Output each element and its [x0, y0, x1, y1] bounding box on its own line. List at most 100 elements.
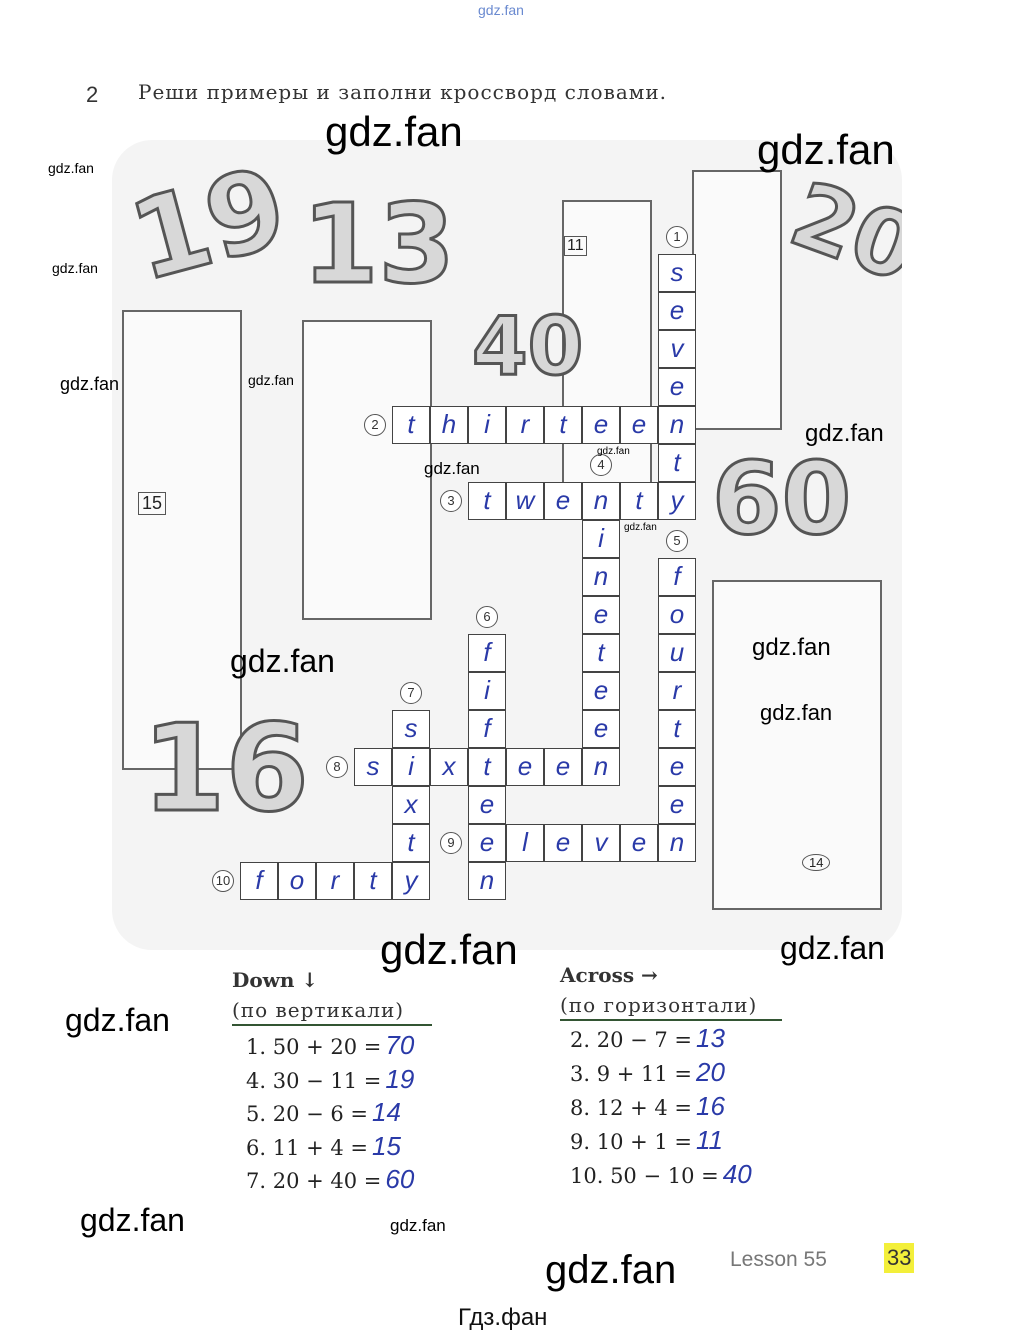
crossword-cell[interactable]: o — [658, 596, 696, 634]
clue-expression: 2. 20 − 7 = — [570, 1028, 693, 1052]
crossword-cell[interactable]: e — [582, 710, 620, 748]
across-clue: 3. 9 + 11 =20 — [570, 1057, 782, 1091]
crossword-cell[interactable]: e — [544, 482, 582, 520]
down-subtitle: (по вертикали) — [232, 998, 405, 1022]
crossword-cell[interactable]: r — [316, 862, 354, 900]
crossword-cell[interactable]: f — [658, 558, 696, 596]
divider — [560, 1019, 782, 1021]
crossword-cell[interactable]: i — [468, 672, 506, 710]
crossword-cell[interactable]: o — [278, 862, 316, 900]
crossword-cell[interactable]: n — [582, 748, 620, 786]
clue-expression: 10. 50 − 10 = — [570, 1164, 719, 1188]
watermark: gdz.fan — [780, 930, 885, 966]
across-clue: 10. 50 − 10 =40 — [570, 1159, 782, 1193]
watermark: gdz.fan — [757, 126, 895, 173]
handwritten-answer: 40 — [722, 1159, 752, 1189]
handwritten-answer: 16 — [696, 1091, 725, 1121]
crossword-cell[interactable]: s — [392, 710, 430, 748]
clue-expression: 1. 50 + 20 = — [246, 1035, 382, 1059]
across-clue: 9. 10 + 1 =11 — [570, 1125, 782, 1159]
watermark: gdz.fan — [60, 374, 120, 394]
crossword-cell[interactable]: e — [658, 748, 696, 786]
crossword-cell[interactable]: t — [544, 406, 582, 444]
crossword-cell[interactable]: s — [354, 748, 392, 786]
crossword-cell[interactable]: t — [392, 406, 430, 444]
crossword-cell[interactable]: e — [658, 292, 696, 330]
down-clue: 4. 30 − 11 =19 — [246, 1064, 432, 1098]
task-instruction: Реши примеры и заполни кроссворд словами… — [138, 80, 668, 104]
crossword-cell[interactable]: v — [582, 824, 620, 862]
crossword-cell[interactable]: e — [544, 748, 582, 786]
clue-number-marker: 1 — [666, 226, 688, 248]
crossword-cell[interactable]: s — [658, 254, 696, 292]
crossword-cell[interactable]: i — [582, 520, 620, 558]
crossword-cell[interactable]: i — [468, 406, 506, 444]
crossword-cell[interactable]: n — [468, 862, 506, 900]
clue-number-marker: 8 — [326, 756, 348, 778]
crossword-cell[interactable]: t — [468, 748, 506, 786]
crossword-cell[interactable]: t — [658, 710, 696, 748]
crossword-cell[interactable]: f — [468, 634, 506, 672]
clue-number-marker: 10 — [212, 870, 234, 892]
crossword-cell[interactable]: t — [392, 824, 430, 862]
clue-number-marker: 4 — [590, 454, 612, 476]
illustration-number: 13 — [300, 179, 456, 310]
crossword-cell[interactable]: e — [582, 406, 620, 444]
clue-expression: 7. 20 + 40 = — [246, 1169, 382, 1193]
crossword-cell[interactable]: t — [354, 862, 392, 900]
crossword-cell[interactable]: x — [430, 748, 468, 786]
crossword-cell[interactable]: u — [658, 634, 696, 672]
handwritten-answer: 20 — [696, 1057, 725, 1087]
crossword-cell[interactable]: v — [658, 330, 696, 368]
crossword-cell[interactable]: x — [392, 786, 430, 824]
crossword-cell[interactable]: r — [506, 406, 544, 444]
clue-expression: 3. 9 + 11 = — [570, 1062, 693, 1086]
crossword-cell[interactable]: e — [582, 672, 620, 710]
crossword-cell[interactable]: e — [506, 748, 544, 786]
crossword-cell[interactable]: y — [392, 862, 430, 900]
across-title: Across → — [560, 963, 658, 987]
across-subtitle: (по горизонтали) — [560, 993, 758, 1017]
crossword-cell[interactable]: e — [544, 824, 582, 862]
crossword-cell[interactable]: t — [620, 482, 658, 520]
watermark: gdz.fan — [380, 926, 518, 973]
crossword-cell[interactable]: t — [468, 482, 506, 520]
crossword-cell[interactable]: y — [658, 482, 696, 520]
crossword-cell[interactable]: e — [658, 786, 696, 824]
house-left — [122, 310, 242, 770]
crossword-cell[interactable]: e — [468, 824, 506, 862]
crossword-cell[interactable]: l — [506, 824, 544, 862]
crossword-cell[interactable]: n — [658, 824, 696, 862]
crossword-cell[interactable]: f — [240, 862, 278, 900]
illustration-number: 16 — [141, 699, 311, 841]
crossword-cell[interactable]: e — [468, 786, 506, 824]
clue-number-marker: 2 — [364, 414, 386, 436]
crossword-cell[interactable]: h — [430, 406, 468, 444]
crossword-cell[interactable]: t — [582, 634, 620, 672]
house-bottom-right — [712, 580, 882, 910]
watermark: gdz.fan — [752, 634, 831, 661]
crossword-cell[interactable]: w — [506, 482, 544, 520]
fish-sign: 14 — [802, 854, 831, 871]
house-sign: 15 — [138, 492, 167, 515]
handwritten-answer: 15 — [372, 1130, 401, 1161]
handwritten-answer: 60 — [385, 1164, 415, 1194]
crossword-cell[interactable]: e — [582, 596, 620, 634]
crossword-cell[interactable]: e — [620, 406, 658, 444]
clue-expression: 6. 11 + 4 = — [246, 1135, 369, 1160]
crossword-cell[interactable]: i — [392, 748, 430, 786]
crossword-cell[interactable]: e — [620, 824, 658, 862]
across-clue: 2. 20 − 7 =13 — [570, 1023, 782, 1057]
watermark: gdz.fan — [248, 372, 294, 388]
down-clue: 6. 11 + 4 =15 — [246, 1131, 432, 1165]
crossword-cell[interactable]: r — [658, 672, 696, 710]
crossword-cell[interactable]: t — [658, 444, 696, 482]
crossword-cell[interactable]: n — [658, 406, 696, 444]
crossword-cell[interactable]: e — [658, 368, 696, 406]
divider — [232, 1024, 432, 1026]
crossword-cell[interactable]: n — [582, 482, 620, 520]
down-title: Down ↓ — [232, 968, 319, 992]
crossword-cell[interactable]: n — [582, 558, 620, 596]
crossword-cell[interactable]: f — [468, 710, 506, 748]
